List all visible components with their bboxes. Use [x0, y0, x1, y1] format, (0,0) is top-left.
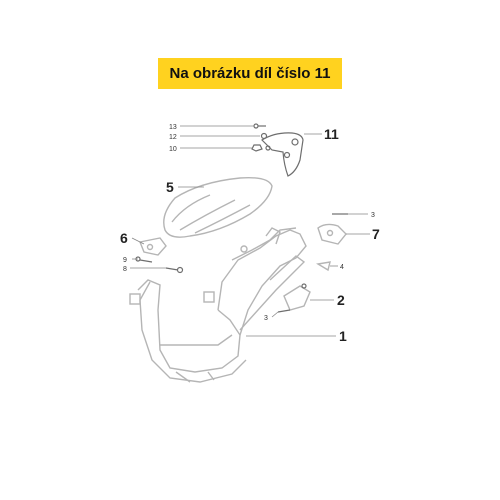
callout-1: 1	[339, 328, 347, 344]
callout-3-top: 3	[371, 212, 375, 219]
battery-bracket-part-7[interactable]	[317, 213, 348, 245]
seat-part[interactable]	[163, 176, 273, 238]
callout-11: 11	[324, 126, 339, 142]
callout-6: 6	[120, 230, 128, 246]
cover-plate-part-2[interactable]	[277, 283, 311, 313]
leader-lines	[130, 125, 370, 337]
screw-13[interactable]	[253, 123, 266, 129]
screw-8[interactable]	[165, 266, 184, 274]
screw-9[interactable]	[135, 256, 153, 263]
callout-2: 2	[337, 292, 345, 308]
callout-8: 8	[123, 266, 127, 273]
nut-10[interactable]	[251, 144, 271, 152]
clip-part-4[interactable]	[316, 261, 331, 272]
callout-4: 4	[340, 264, 344, 271]
callout-5: 5	[166, 179, 174, 195]
callout-12: 12	[169, 134, 177, 141]
callout-13: 13	[169, 124, 177, 131]
part-number-banner: Na obrázku díl číslo 11	[158, 58, 342, 89]
callout-9: 9	[123, 257, 127, 264]
callout-7: 7	[372, 226, 380, 242]
scooter-frame-part-1[interactable]	[129, 227, 307, 383]
banner-title: Na obrázku díl číslo 11	[169, 65, 331, 82]
washer-12[interactable]	[260, 132, 268, 140]
callout-10: 10	[169, 146, 177, 153]
callout-3-bottom: 3	[264, 315, 268, 322]
bracket-part-6[interactable]	[139, 237, 167, 256]
rear-grab-handle-part[interactable]	[261, 132, 304, 177]
